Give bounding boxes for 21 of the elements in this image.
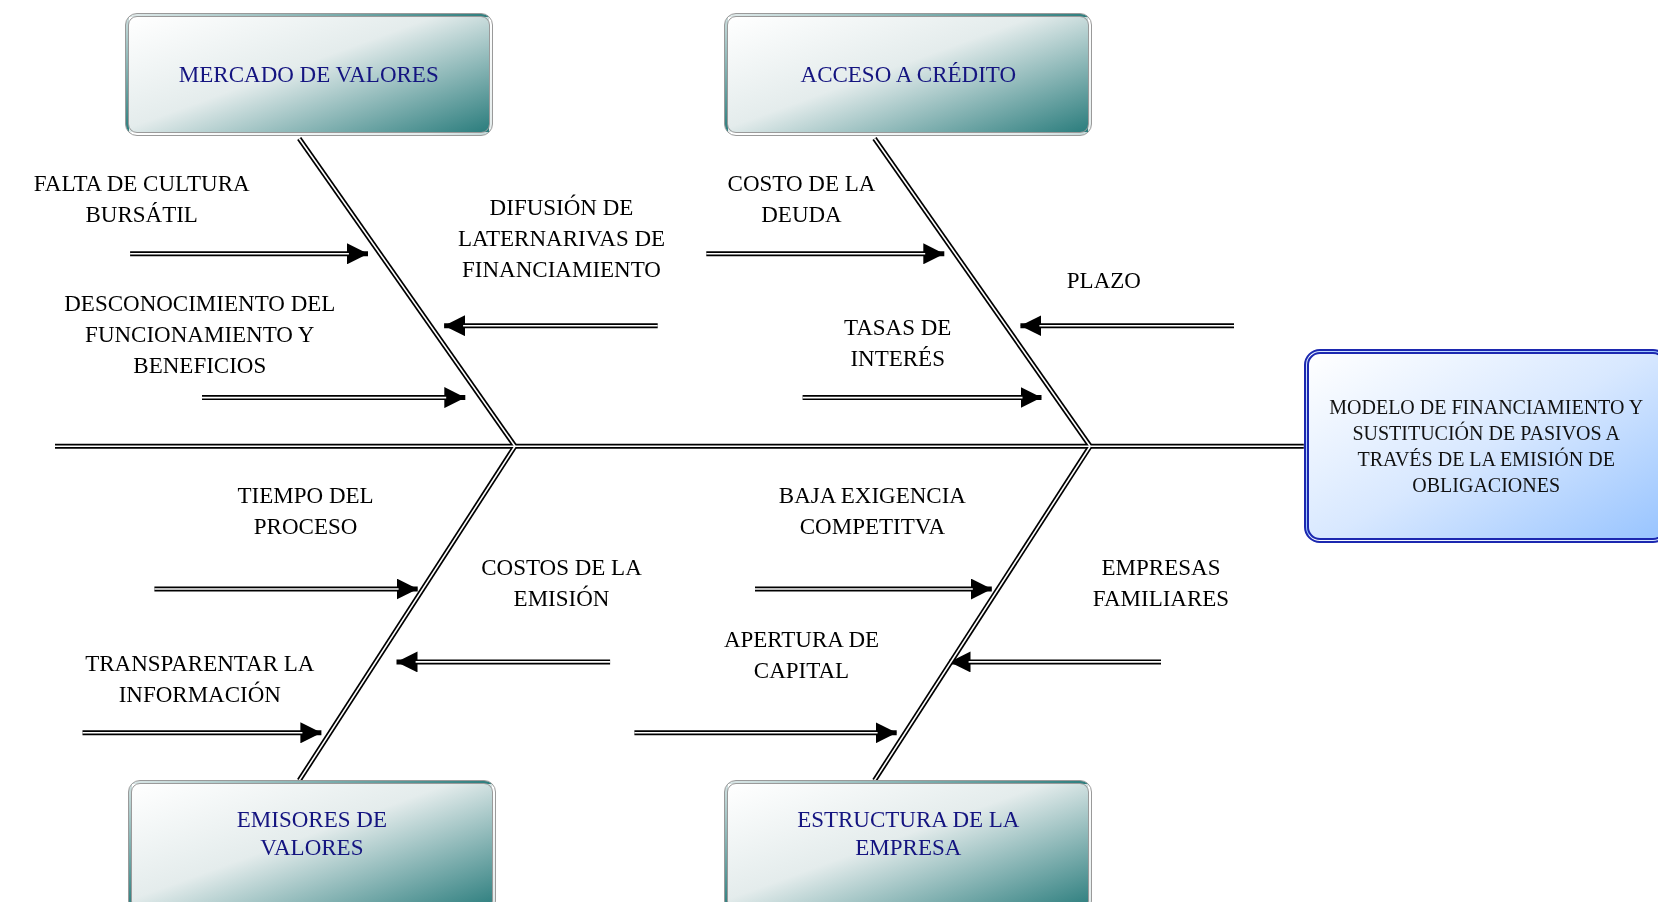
- cause-label: COSTO DE LA DEUDA: [726, 169, 877, 229]
- cause-label: DESCONOCIMIENTO DEL FUNCIONAMIENTO Y BENEFICIOS: [63, 289, 337, 380]
- effect-box: MODELO DE FINANCIAMIENTO Y SUSTITUCIÓN DE PASIVOS A TRAVÉS DE LA EMISIÓN DE OBLIGACIONES: [1303, 348, 1658, 544]
- cause-label: TIEMPO DEL PROCESO: [236, 481, 375, 541]
- category-box: EMISORES DE VALORES: [127, 780, 496, 902]
- cause-label: DIFUSIÓN DE LATERNARIVAS DE FINANCIAMIENTO: [456, 193, 667, 284]
- cause-label: COSTOS DE LA EMISIÓN: [480, 553, 643, 613]
- bone-line: [297, 444, 518, 782]
- category-box: ACCESO A CRÉDITO: [724, 12, 1093, 137]
- cause-label: BAJA EXIGENCIA COMPETITVA: [777, 481, 967, 541]
- bone-line: [1090, 443, 1304, 449]
- bone-line: [872, 444, 1093, 782]
- category-box: ESTRUCTURA DE LA EMPRESA: [724, 780, 1093, 902]
- category-box: MERCADO DE VALORES: [124, 12, 493, 137]
- cause-label: TASAS DE INTERÉS: [843, 313, 953, 373]
- cause-label: TRANSPARENTAR LA INFORMACIÓN: [84, 649, 316, 709]
- cause-label: APERTURA DE CAPITAL: [722, 625, 881, 685]
- cause-label: PLAZO: [1066, 266, 1141, 295]
- cause-label: FALTA DE CULTURA BURSÁTIL: [32, 169, 251, 229]
- cause-label: EMPRESAS FAMILIARES: [1091, 553, 1231, 613]
- bone-line: [872, 137, 1093, 448]
